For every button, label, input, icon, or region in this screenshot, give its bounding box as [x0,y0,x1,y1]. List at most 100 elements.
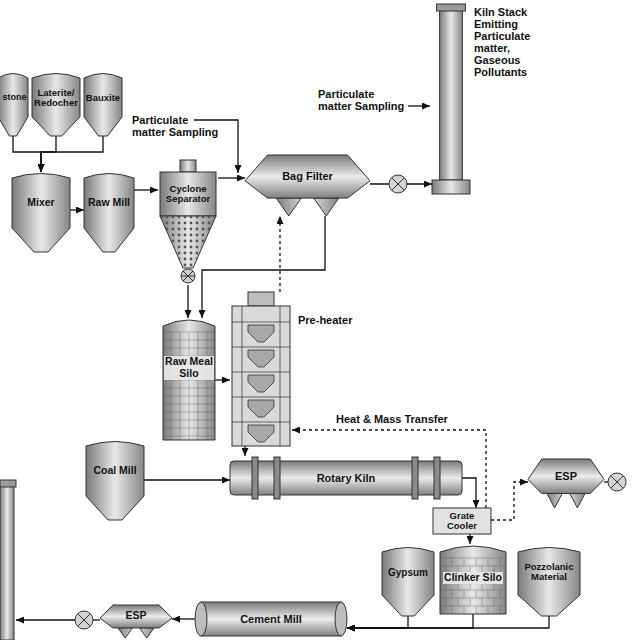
cyclone-particles [160,216,216,268]
cyclone-cone [160,216,216,268]
shape-outline [12,172,70,252]
stack-base [432,180,470,194]
flow-arrow [462,478,476,508]
node-label: ESP [125,610,146,622]
text-area: Laterite/ Redocher [33,78,79,118]
gypsum-bin: Gypsum [382,546,434,616]
text-area: Coal Mill [87,450,143,492]
flow-arrow [41,136,103,172]
flow-arrow [13,136,41,172]
node-label: Clinker Silo [443,572,503,584]
valve-vanes [181,271,195,281]
silo-texture [164,332,214,440]
tower-cyclones [248,325,274,442]
bin-body [84,174,134,253]
shape-outline [84,72,122,136]
node-label: Rotary Kiln [317,472,376,484]
shape-outline [230,292,292,446]
text-area: ESP [540,460,592,492]
hopper: Bauxite [84,72,122,136]
shape-outline [86,440,144,520]
esp: ESP [100,602,172,638]
flow-arrow [70,209,84,210]
fan-blade [392,178,404,190]
node-label: ESP [555,470,577,482]
silo-texture [441,558,505,614]
flow-arrow [215,379,230,380]
bin-body [518,548,580,617]
fan-blade [611,476,623,488]
flow-arrow [244,446,245,456]
flow-arrow [347,616,549,628]
text-area: Gypsum [383,554,433,590]
sampling-leader [408,105,430,106]
kiln-stack: Kiln Stack Emitting Particulate matter, … [432,4,470,194]
dotted-flow-arrow [491,482,528,520]
clinker-silo: Clinker Silo [440,544,506,614]
duct-arrow [16,619,75,620]
cyclone-body [160,172,216,216]
hopper: Laterite/ Redocher [32,72,80,136]
text-area: Kiln Stack Emitting Particulate matter, … [474,6,544,96]
node-label: Kiln Stack Emitting Particulate matter, … [474,6,544,79]
flow-arrow [172,618,195,619]
bin-body [32,74,80,137]
raw-meal-silo: Raw Meal Silo [163,318,215,440]
stack-cap [437,4,466,11]
flow-arrow [134,189,158,190]
dotted-flow-arrow [279,216,280,292]
text-area: Rotary Kiln [300,462,392,494]
filter-body [100,605,172,628]
bin-body [0,74,28,137]
shape-outline [158,160,218,285]
flow-arrow [469,534,470,544]
filter-body [528,459,604,493]
shape-outline [382,546,434,616]
node-label: Bag Filter [282,170,333,182]
kiln-shell [230,461,462,495]
flow-arrow [347,616,408,628]
flow-arrow [144,479,230,480]
tower-top [248,292,274,306]
text-area: Cement Mill [215,604,327,634]
node-label: Cyclone Separator [160,184,216,205]
kiln-tyre [412,457,418,499]
text-area: Clinker Silo [442,556,504,600]
outlet-pipe [180,160,196,172]
fan [75,611,93,629]
sampling-label: Particulate matter Sampling [132,114,224,138]
fan [608,473,626,491]
silo-body [440,546,506,614]
node-label: Grate Cooler [434,511,490,532]
flow-arrow [218,177,245,178]
bin-body [12,174,70,253]
node-label: Mixer [27,197,54,209]
stack-cap [0,480,16,487]
text-area: Raw Mill [85,182,133,224]
flow-arrow [41,136,56,172]
sampling-label: Particulate matter Sampling [318,88,410,112]
shape-outline [0,72,28,136]
mixer-bin: Mixer [12,172,70,252]
duct [93,619,100,620]
cooler-body [433,508,491,534]
edge-label: Heat & Mass Transfer [334,413,450,425]
silo-body [163,320,215,440]
text-area: Bag Filter [265,156,350,196]
node-label: Laterite/ Redocher [33,88,79,109]
tower-frame [232,306,290,446]
node-label: Coal Mill [93,465,136,477]
stack-shaft [440,8,463,180]
node-label: Bauxite [86,93,120,103]
flow-arrow [187,285,188,318]
node-label: Raw Meal Silo [164,356,214,379]
tower-beams [232,306,290,446]
node-label: Raw Mill [88,197,130,209]
kiln-tyre [434,457,440,499]
shape-outline [432,4,470,194]
mill-end [195,602,207,636]
bag-filter: Bag Filter [245,152,370,216]
pozzolanic-bin: Pozzolanic Material [518,546,580,616]
kiln-tyre [252,457,258,499]
text-area: ESP [112,604,160,628]
